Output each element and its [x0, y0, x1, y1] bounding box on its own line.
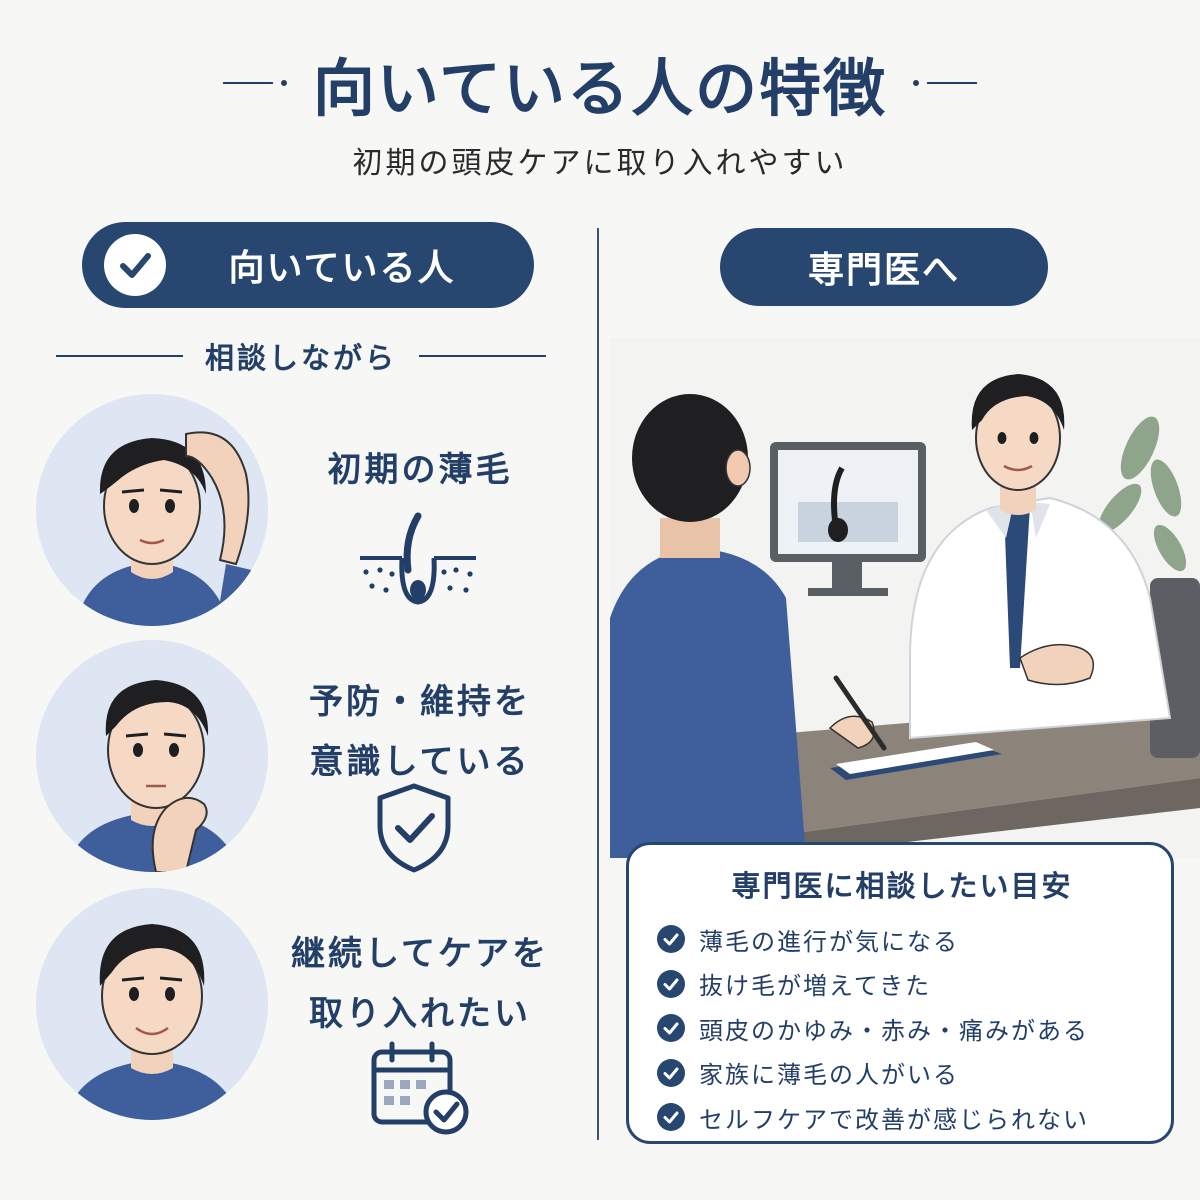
feature-prevention: 予防・維持を 意識している: [309, 682, 531, 782]
shield-check-icon: [372, 780, 456, 880]
specialist-pill: 専門医へ: [720, 228, 1048, 306]
feature-continuous-care: 継続してケアを 取り入れたい: [291, 934, 549, 1034]
criteria-item: 家族に薄毛の人がいる: [657, 1051, 1147, 1096]
check-circle-icon: [657, 1058, 685, 1087]
title-row: 向いている人の特徴: [0, 38, 1200, 128]
consult-criteria-box: 専門医に相談したい目安 薄毛の進行が気になる 抜け毛が増えてきた 頭皮のかゆみ・…: [626, 842, 1174, 1144]
page-title: 向いている人の特徴: [312, 52, 888, 125]
avatar-thinking: [36, 640, 268, 872]
page-subtitle: 初期の頭皮ケアに取り入れやすい: [352, 146, 848, 181]
check-circle-icon: [104, 234, 166, 296]
criteria-item: 抜け毛が増えてきた: [657, 962, 1147, 1007]
criteria-title: 専門医に相談したい目安: [731, 869, 1073, 903]
criteria-item: セルフケアで改善が感じられない: [657, 1095, 1147, 1140]
criteria-item: 薄毛の進行が気になる: [657, 917, 1147, 962]
suitable-people-label: 向いている人: [228, 248, 456, 289]
calendar-check-icon: [368, 1040, 472, 1140]
avatar-touching-hair: [36, 394, 268, 626]
section-label: 相談しながら: [56, 336, 547, 376]
title-rule-right: [913, 80, 978, 86]
check-circle-icon: [657, 969, 685, 998]
check-circle-icon: [657, 925, 685, 954]
avatar-smiling: [36, 888, 268, 1120]
specialist-label: 専門医へ: [807, 250, 960, 291]
hair-follicle-icon: [356, 510, 480, 610]
check-circle-icon: [657, 1103, 685, 1132]
check-circle-icon: [657, 1014, 685, 1043]
suitable-people-pill: 向いている人: [82, 222, 534, 308]
feature-early-thinning: 初期の薄毛: [327, 450, 513, 490]
title-rule-left: [222, 80, 287, 86]
consultation-illustration: [610, 338, 1200, 858]
column-divider: [597, 228, 599, 1140]
section-label-text: 相談しながら: [205, 341, 398, 375]
criteria-item: 頭皮のかゆみ・赤み・痛みがある: [657, 1006, 1147, 1051]
